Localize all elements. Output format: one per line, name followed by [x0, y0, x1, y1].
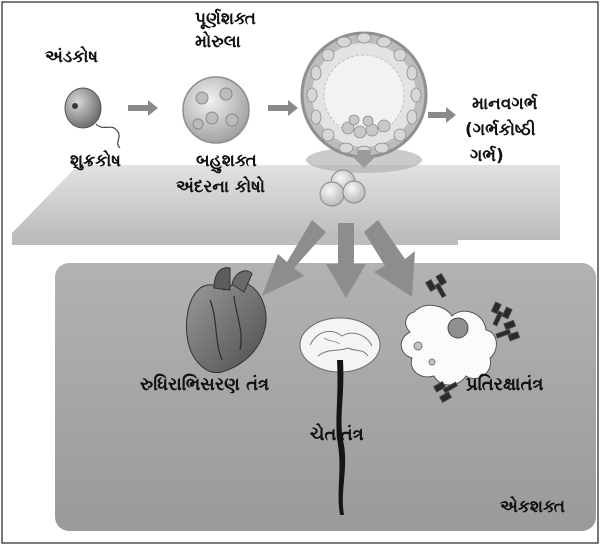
circulatory-system-label: રુધિરાભિસરણ તંત્ર: [140, 375, 269, 396]
sperm-label: શુક્રકોષ: [70, 152, 121, 172]
nervous-system-label: ચેતાતંત્ર: [310, 425, 364, 446]
egg-label: અંડકોષ: [45, 48, 98, 68]
morula-label-line1: પૂર્ણશક્ત: [195, 10, 256, 30]
immune-system-label: પ્રતિરક્ષાતંત્ર: [466, 375, 543, 396]
morula-icon: [183, 77, 249, 143]
multipotent-label-line2: અંદરના કોષો: [176, 178, 265, 198]
embryo-label-line1: માનવગર્ભ: [472, 95, 537, 115]
unipotent-label: એકશક્ત: [500, 498, 565, 518]
multipotent-label-line1: બહુશક્ત: [196, 152, 257, 172]
blastocyst-icon: [302, 33, 426, 173]
embryo-label-line2: (ગર્ભકોષ્ઠી: [465, 121, 536, 141]
embryo-label-line3: ગર્ભ): [470, 147, 504, 167]
morula-label-line2: મોરુલા: [195, 33, 241, 53]
lower-panel: [55, 263, 596, 531]
